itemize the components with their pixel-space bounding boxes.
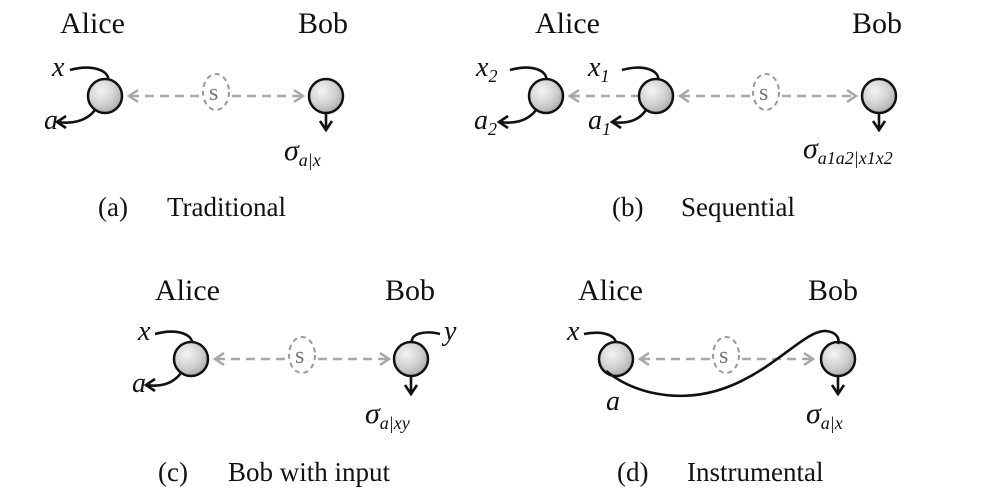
bob-label: Bob bbox=[385, 274, 435, 307]
panel-b-label: (b) bbox=[612, 192, 643, 222]
source-label: s bbox=[209, 80, 218, 106]
source-halo bbox=[752, 73, 780, 111]
input-y-arrow bbox=[410, 331, 441, 344]
panel-a-title: Traditional bbox=[167, 192, 286, 222]
bob-output-arrowhead bbox=[318, 120, 334, 133]
alice-node-1 bbox=[637, 77, 675, 115]
dashed-link-bob-arrowhead bbox=[846, 88, 859, 104]
source-halo bbox=[202, 73, 230, 111]
source-halo bbox=[288, 336, 316, 374]
dashed-link-alice-arrowhead bbox=[637, 351, 650, 367]
input-x-label: x bbox=[137, 316, 151, 347]
output-a-label: a bbox=[606, 386, 620, 417]
panel-c-title: Bob with input bbox=[228, 457, 391, 487]
input-y-label: y bbox=[441, 316, 457, 347]
output-a1-label: a1 bbox=[588, 105, 611, 139]
panel-b: Alice Bob x2 a2 x1 a1 s bbox=[474, 7, 902, 222]
bob-node bbox=[819, 340, 857, 378]
dashed-link-bob-arrowhead bbox=[293, 88, 306, 104]
bob-assemblage-label: σa|x bbox=[284, 134, 321, 170]
dashed-link-bob-arrowhead bbox=[803, 351, 816, 367]
alice-node bbox=[86, 77, 124, 115]
alice-label: Alice bbox=[60, 7, 125, 40]
input-x2-label: x2 bbox=[475, 52, 497, 86]
dashed-link-internal-arrowhead bbox=[567, 88, 580, 104]
panel-c: Alice Bob x a s y σa|xy (c) Bob with inp… bbox=[132, 274, 457, 487]
panel-d-label: (d) bbox=[617, 457, 648, 487]
alice-node-2 bbox=[527, 77, 565, 115]
dashed-link-alice-arrowhead bbox=[677, 88, 690, 104]
panel-b-title: Sequential bbox=[681, 192, 795, 222]
dashed-link-bob-arrowhead bbox=[379, 351, 392, 367]
output-a-arrowhead bbox=[143, 377, 156, 393]
bob-label: Bob bbox=[852, 7, 902, 40]
output-a-arrow bbox=[57, 109, 97, 124]
output-a2-arrow bbox=[499, 109, 538, 124]
dashed-link-alice-arrowhead bbox=[212, 351, 225, 367]
bob-output-arrowhead bbox=[830, 384, 846, 397]
panel-a-label: (a) bbox=[98, 192, 128, 222]
input-x1-label: x1 bbox=[587, 52, 609, 86]
output-a2-arrowhead bbox=[496, 114, 509, 130]
bob-output-arrowhead bbox=[403, 384, 419, 397]
source-label: s bbox=[719, 343, 728, 369]
input-x-label: x bbox=[566, 316, 580, 347]
source-label: s bbox=[295, 343, 304, 369]
bob-node bbox=[392, 340, 430, 378]
alice-node bbox=[172, 340, 210, 378]
panel-a: Alice Bob x a s σa|x (a) Traditional bbox=[44, 7, 348, 222]
output-a2-label: a2 bbox=[474, 105, 497, 139]
bob-node bbox=[307, 77, 345, 115]
alice-label: Alice bbox=[155, 274, 220, 307]
panel-c-label: (c) bbox=[158, 457, 188, 487]
dashed-link-alice-arrowhead bbox=[126, 88, 139, 104]
bob-label: Bob bbox=[808, 274, 858, 307]
bob-output-arrowhead bbox=[871, 120, 887, 133]
output-a-label: a bbox=[44, 105, 58, 136]
alice-label: Alice bbox=[535, 7, 600, 40]
bob-assemblage-label: σa1a2|x1x2 bbox=[803, 132, 893, 168]
output-a-arrow bbox=[146, 372, 183, 387]
output-a1-arrow bbox=[612, 109, 648, 124]
panel-d: Alice Bob x a s σa|x (d) Instrumental bbox=[566, 274, 858, 487]
alice-label: Alice bbox=[578, 274, 643, 307]
output-a-label: a bbox=[132, 368, 146, 399]
panel-d-title: Instrumental bbox=[687, 457, 823, 487]
bob-label: Bob bbox=[298, 7, 348, 40]
source-label: s bbox=[759, 80, 768, 106]
alice-node bbox=[597, 340, 635, 378]
source-halo bbox=[712, 336, 740, 374]
input-x-label: x bbox=[51, 52, 65, 83]
output-a-arrowhead bbox=[54, 114, 67, 130]
bob-node bbox=[860, 77, 898, 115]
output-a1-arrowhead bbox=[609, 114, 622, 130]
instrument-wire bbox=[605, 329, 840, 398]
bob-assemblage-label: σa|xy bbox=[365, 397, 410, 433]
bob-assemblage-label: σa|x bbox=[806, 397, 843, 433]
